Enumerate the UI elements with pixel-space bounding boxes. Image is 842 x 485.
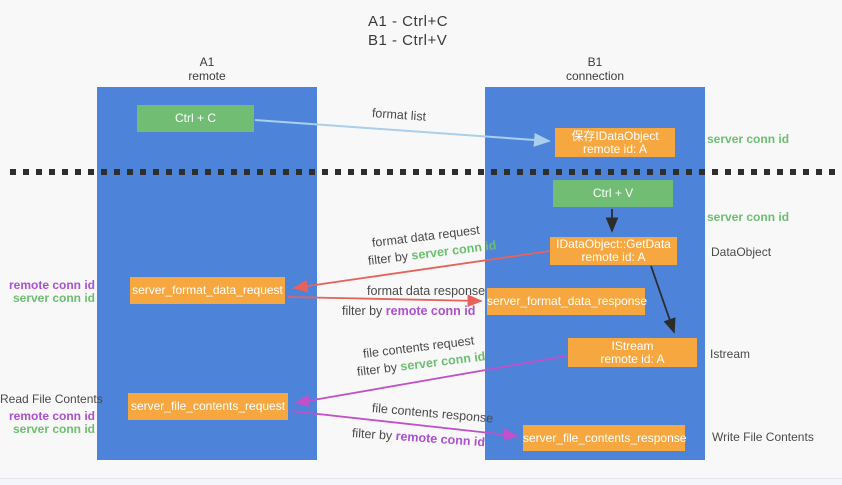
save-dataobject-line1: 保存IDataObject — [571, 128, 659, 143]
istream-side-label: Istream — [710, 347, 751, 361]
format-data-response-filter-label: filter by remote conn id — [342, 304, 475, 318]
ctrl-v-box: Ctrl + V — [553, 180, 673, 207]
lifeline-b1-role: connection — [565, 69, 625, 83]
istream-box: IStream remote id: A — [568, 338, 697, 367]
server-file-contents-request-label: server_file_contents_request — [130, 399, 286, 413]
lifeline-b1-name: B1 — [587, 55, 603, 69]
server-format-data-response-label: server_format_data_response — [487, 294, 648, 308]
diagram-title: A1 - Ctrl+C B1 - Ctrl+V — [368, 12, 448, 50]
title-line-2: B1 - Ctrl+V — [368, 32, 448, 49]
server-format-data-request-label: server_format_data_request — [132, 283, 283, 297]
server-file-contents-response-box: server_file_contents_response — [523, 425, 687, 451]
lifeline-a1-name: A1 — [199, 55, 215, 69]
lifeline-a1-role: remote — [188, 69, 226, 83]
file-contents-response-filter-label: filter by remote conn id — [352, 426, 486, 449]
getdata-box: IDataObject::GetData remote id: A — [550, 237, 677, 265]
filter-by-text: filter by — [367, 248, 413, 268]
filter-by-text: filter by — [351, 426, 397, 444]
remote-conn-id-label: remote conn id — [8, 409, 95, 423]
server-conn-id-label: server conn id — [12, 422, 95, 436]
server-file-contents-request-box: server_file_contents_request — [128, 393, 288, 420]
dotted-separator-line — [10, 169, 836, 175]
lifeline-header-a1: A1 remote — [97, 55, 317, 83]
left-file-conn-ids: remote conn id server conn id — [0, 410, 95, 436]
title-line-1: A1 - Ctrl+C — [368, 13, 449, 30]
write-file-contents-label: Write File Contents — [712, 430, 814, 444]
istream-line1: IStream — [611, 338, 654, 353]
getdata-line1: IDataObject::GetData — [556, 237, 671, 251]
getdata-line2: remote id: A — [581, 250, 646, 264]
footer-divider — [0, 478, 842, 479]
server-conn-id-label: server conn id — [12, 291, 95, 305]
server-file-contents-response-label: server_file_contents_response — [523, 430, 687, 445]
server-format-data-request-box: server_format_data_request — [130, 277, 285, 304]
lifeline-header-b1: B1 connection — [485, 55, 705, 83]
remote-conn-id-label: remote conn id — [8, 278, 95, 292]
footer-strip — [0, 479, 842, 485]
save-dataobject-box: 保存IDataObject remote id: A — [555, 128, 675, 157]
ctrl-c-box: Ctrl + C — [137, 105, 254, 132]
ctrl-v-label: Ctrl + V — [592, 186, 634, 200]
filter-by-text: filter by — [342, 304, 386, 318]
remote-conn-id-text: remote conn id — [395, 429, 486, 450]
ctrl-c-label: Ctrl + C — [174, 111, 216, 125]
filter-by-text: filter by — [356, 359, 402, 379]
dataobject-label: DataObject — [711, 245, 772, 259]
format-data-response-label: format data response — [367, 284, 486, 298]
left-format-conn-ids: remote conn id server conn id — [0, 279, 95, 305]
save-dataobject-line2: remote id: A — [582, 141, 648, 156]
server-conn-id-mid-label: server conn id — [707, 210, 790, 224]
format-list-label: format list — [371, 106, 427, 124]
server-format-data-response-box: server_format_data_response — [487, 288, 648, 315]
read-file-contents-label: Read File Contents — [0, 392, 103, 406]
remote-conn-id-text: remote conn id — [385, 304, 476, 318]
istream-line2: remote id: A — [600, 351, 665, 366]
server-conn-id-top-label: server conn id — [707, 132, 790, 146]
file-contents-response-label: file contents response — [371, 401, 494, 426]
